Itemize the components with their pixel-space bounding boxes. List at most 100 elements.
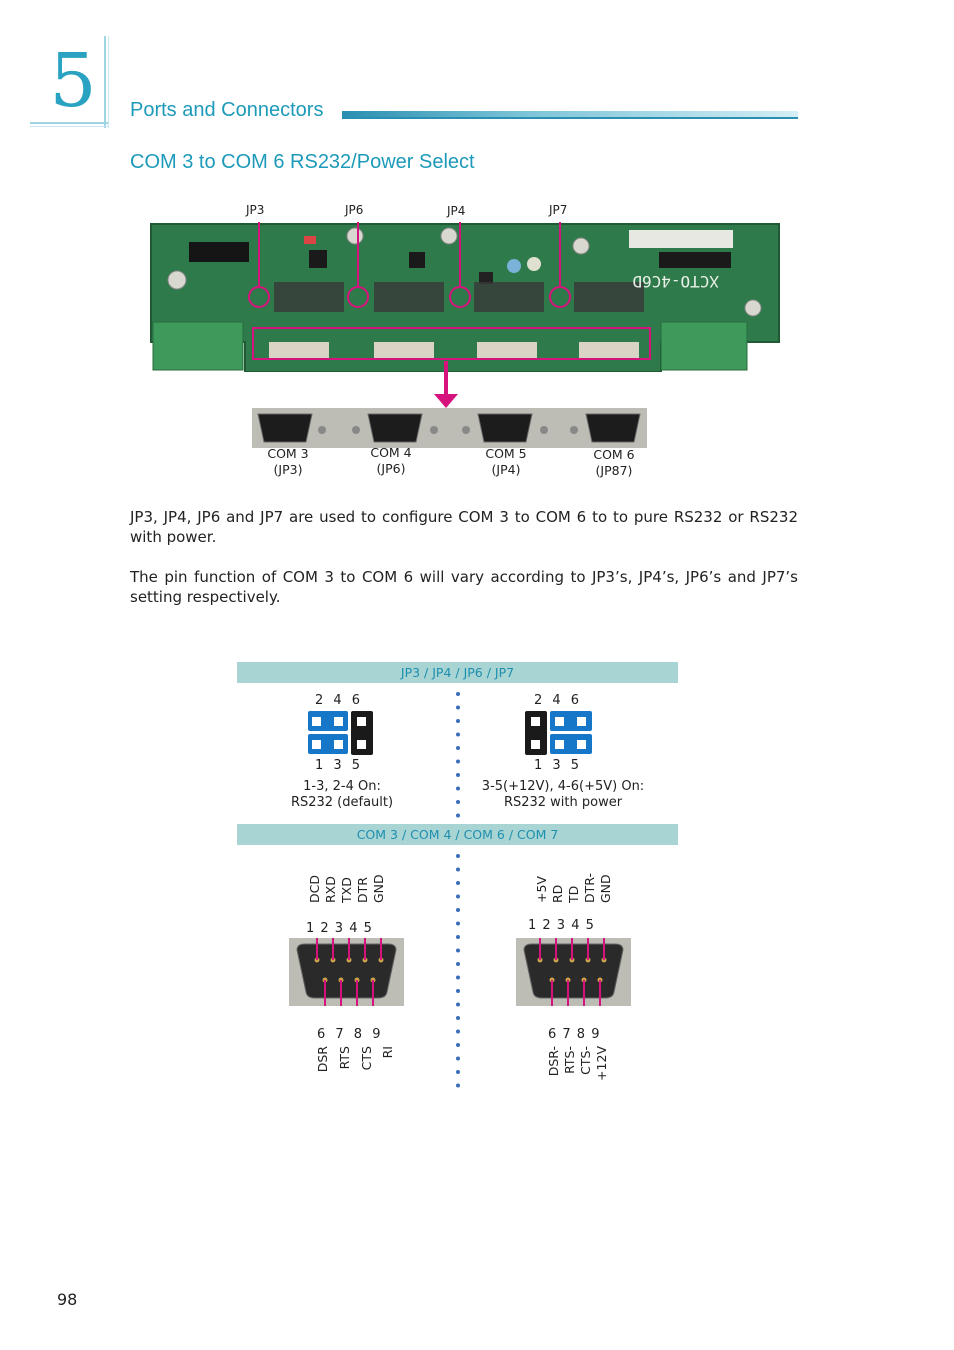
jp7-label: JP7 [549,203,568,217]
divider-dot [456,1002,460,1007]
setting1-bottom-pins: 1 3 5 [315,758,361,773]
pinout1-sig-2-text: RXD [323,876,338,903]
arrow-head [434,394,458,408]
pinout1-sig-5-text: GND [371,874,386,903]
pinout1: DCD RXD TXD DTR GND 1 2 3 4 5 6 7 8 9 DS… [289,860,409,1100]
pinout2-sig-5-text: GND [598,874,613,903]
pinout1-bsig-3: CTS [359,1046,374,1086]
subsection-title: COM 3 to COM 6 RS232/Power Select [130,151,475,173]
com4-name: COM 4 [370,445,412,460]
com3-label: COM 3 (JP3) [243,446,333,478]
pinout1-sig-3-text: TXD [339,877,354,903]
pinout2-sig-1: +5V [534,860,549,918]
com6-name: COM 6 [593,447,635,462]
pinout2-bsig-3-text: CTS- [578,1046,593,1075]
pinout1-sig-1-text: DCD [307,875,322,903]
setting2-jumper-diagram [525,711,592,755]
pinout1-bsig-1-text: DSR [315,1046,330,1073]
pinout1-bsig-2-text: RTS [337,1046,352,1070]
divider-dot [456,1070,460,1074]
com-connector-strip [252,408,647,448]
title-bar-line [342,117,798,119]
chapter-underline [30,126,108,127]
pinout2-db9-icon [516,938,631,1006]
divider-dot [456,732,460,737]
com3-name: COM 3 [267,446,309,461]
paragraph-1: JP3, JP4, JP6 and JP7 are used to config… [130,508,798,546]
setting2-caption-line2: RS232 with power [503,795,623,810]
page-number: 98 [57,1290,78,1309]
svg-text:XCTO-4C6D: XCTO-4C6D [632,272,719,291]
board-image: XCTO-4C6D [150,222,780,372]
divider-dot [456,1029,460,1034]
pinout2-sig-3: TD [566,860,581,918]
divider-dot [456,719,460,723]
pinout1-db9-icon [289,938,404,1006]
pinout2-bsig-2: RTS- [562,1046,577,1086]
divider-dot [456,935,460,939]
divider-dot [456,989,460,993]
pinout1-sig-2: RXD [323,860,338,918]
section-title: Ports and Connectors [130,99,324,121]
divider-dot [456,948,460,953]
pinout2-bottom-numbers: 6 7 8 9 [548,1027,600,1042]
title-bar [342,111,798,119]
divider-dot [456,975,460,980]
divider-dot [456,800,460,804]
setting1-caption-line2: RS232 (default) [290,795,394,810]
chapter-divider [108,36,109,128]
pinout1-top-numbers: 1 2 3 4 5 [306,921,372,936]
divider-dot [456,908,460,912]
pinout1-sig-1: DCD [307,860,322,918]
pinout2: +5V RD TD DTR- GND 1 2 3 4 5 6 7 8 9 DSR… [516,860,636,1100]
divider-dot [456,692,460,696]
divider-dot [456,962,460,966]
pinout1-sig-4: DTR [355,860,370,918]
pinout2-bsig-2-text: RTS- [562,1046,577,1074]
divider-dot [456,759,460,764]
com6-label: COM 6 (JP87) [569,447,659,479]
com4-label: COM 4 (JP6) [346,445,436,477]
arrow [444,361,448,397]
divider-dot [456,705,460,710]
pinout1-sig-4-text: DTR [355,877,370,903]
divider-dot [456,881,460,885]
divider-dot [456,773,460,777]
pinout1-sig-3: TXD [339,860,354,918]
pinout1-bsig-4-text: RI [380,1046,395,1059]
divider-dot [456,867,460,872]
com-table-header: COM 3 / COM 4 / COM 6 / COM 7 [237,824,678,845]
pinout2-sig-2: RD [550,860,565,918]
divider-dot [456,1056,460,1061]
table-divider [456,692,460,1088]
pinout2-bsig-4: +12V [594,1046,609,1086]
setting1-jumper-diagram [308,711,373,755]
pinout2-bsig-3: CTS- [578,1046,593,1086]
pinout1-bsig-2: RTS [337,1046,352,1086]
pinout2-sig-3-text: TD [566,885,581,903]
jumper-table-header: JP3 / JP4 / JP6 / JP7 [237,662,678,683]
pinout1-bottom-numbers: 6 7 8 9 [317,1027,381,1042]
setting1-caption-line1: 1-3, 2-4 On: [303,779,381,794]
divider-dot [456,786,460,791]
pinout2-sig-4: DTR- [582,860,597,918]
pinout2-sig-1-text: +5V [534,876,549,903]
pinout2-sig-2-text: RD [550,884,565,903]
pinout2-bsig-1-text: DSR- [546,1046,561,1077]
jp6-label: JP6 [345,203,364,217]
pinout2-bsig-1: DSR- [546,1046,561,1086]
com5-jumper: (JP4) [491,462,521,477]
jp3-label: JP3 [246,203,265,217]
chapter-divider [104,36,106,128]
com3-jumper: (JP3) [273,462,303,477]
setting1-top-pins: 2 4 6 [315,693,361,708]
pinout1-bsig-1: DSR [315,1046,330,1086]
paragraph-2: The pin function of COM 3 to COM 6 will … [130,568,798,606]
setting2-caption-line1: 3-5(+12V), 4-6(+5V) On: [481,779,645,794]
pinout1-sig-5: GND [371,860,386,918]
divider-dot [456,1016,460,1020]
divider-dot [456,813,460,818]
chapter-number: 5 [49,38,97,124]
pinout2-bsig-4-text: +12V [594,1046,609,1081]
jp4-label: JP4 [447,204,466,218]
